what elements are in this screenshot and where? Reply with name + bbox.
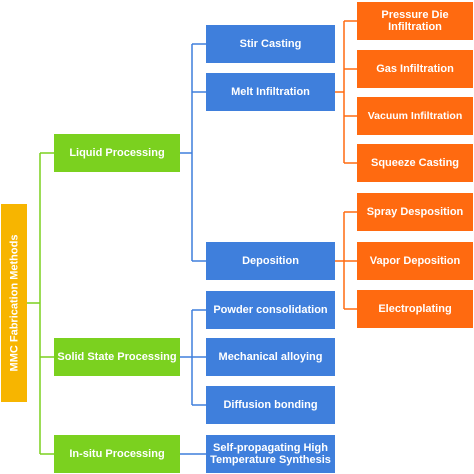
mechanical-alloying-node: Mechanical alloying [206, 338, 335, 376]
level2-connectors [335, 20, 357, 310]
self-propagating-synthesis-node: Self-propagating High Temperature Synthe… [206, 435, 335, 473]
vapor-deposition-node: Vapor Deposition [357, 242, 473, 280]
vacuum-infiltration-node: Vacuum Infiltration [357, 97, 473, 135]
solid-state-processing-node: Solid State Processing [54, 338, 180, 376]
insitu-processing-node: In-situ Processing [54, 435, 180, 473]
powder-consolidation-node: Powder consolidation [206, 291, 335, 329]
deposition-node: Deposition [206, 242, 335, 280]
gas-infiltration-node: Gas Infiltration [357, 50, 473, 88]
root-node: MMC Fabrication Methods [1, 204, 27, 402]
spray-deposition-node: Spray Desposition [357, 193, 473, 231]
pressure-die-infiltration-node: Pressure Die Infiltration [357, 2, 473, 40]
root-label: MMC Fabrication Methods [8, 234, 21, 372]
diffusion-bonding-node: Diffusion bonding [206, 386, 335, 424]
melt-infiltration-node: Melt Infiltration [206, 73, 335, 111]
stir-casting-node: Stir Casting [206, 25, 335, 63]
level1-connectors [180, 43, 206, 455]
squeeze-casting-node: Squeeze Casting [357, 144, 473, 182]
electroplating-node: Electroplating [357, 290, 473, 328]
liquid-processing-node: Liquid Processing [54, 134, 180, 172]
root-connectors [27, 152, 54, 455]
